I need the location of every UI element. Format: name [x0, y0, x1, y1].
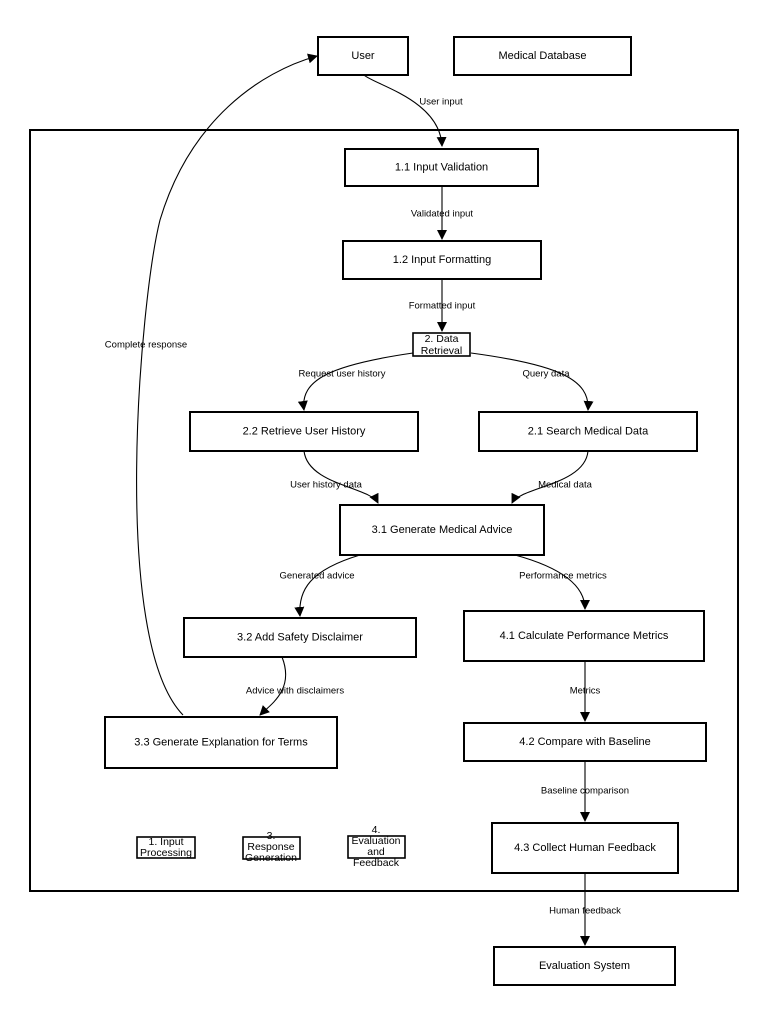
node-retrieve-user-history: 2.2 Retrieve User History — [189, 411, 419, 452]
node-add-safety-disclaimer: 3.2 Add Safety Disclaimer — [183, 617, 417, 658]
edge-label-formatted-input: Formatted input — [409, 301, 476, 312]
group-evaluation-feedback: 4. Evaluation and Feedback — [347, 824, 406, 869]
node-data-retrieval: 2. Data Retrieval — [412, 332, 471, 357]
node-compare-with-baseline: 4.2 Compare with Baseline — [463, 722, 707, 762]
svg-text:Evaluation System: Evaluation System — [539, 960, 630, 972]
edge-label-user-history-data: User history data — [290, 480, 363, 491]
svg-text:2.2 Retrieve User History: 2.2 Retrieve User History — [243, 426, 366, 438]
node-evaluation-system: Evaluation System — [493, 946, 676, 986]
svg-text:Retrieval: Retrieval — [421, 345, 462, 357]
node-collect-human-feedback: 4.3 Collect Human Feedback — [491, 822, 679, 874]
svg-text:4.3 Collect Human Feedback: 4.3 Collect Human Feedback — [514, 842, 656, 854]
edge-label-request-user-history: Request user history — [298, 369, 385, 380]
edge-label-query-data: Query data — [523, 369, 571, 380]
edge-formatted-input: Formatted input — [409, 279, 476, 332]
edge-medical-data: Medical data — [511, 450, 593, 504]
svg-text:Feedback: Feedback — [353, 857, 400, 869]
group-response-generation: 3. Response Generation — [242, 830, 301, 864]
node-user: User — [317, 36, 409, 76]
svg-text:4.: 4. — [372, 824, 381, 836]
svg-text:1. Input: 1. Input — [148, 836, 183, 848]
edge-label-user-input: User input — [419, 97, 463, 108]
node-generate-explanation: 3.3 Generate Explanation for Terms — [104, 716, 338, 769]
edge-label-performance-metrics: Performance metrics — [519, 571, 607, 582]
edge-baseline-comparison: Baseline comparison — [541, 761, 629, 822]
svg-text:Generation: Generation — [245, 852, 297, 864]
svg-text:1.2 Input Formatting: 1.2 Input Formatting — [393, 254, 491, 266]
edge-label-metrics: Metrics — [570, 686, 601, 697]
edge-label-generated-advice: Generated advice — [280, 571, 355, 582]
node-medical-database: Medical Database — [453, 36, 632, 76]
svg-text:Medical Database: Medical Database — [498, 50, 586, 62]
edge-label-human-feedback: Human feedback — [549, 906, 621, 917]
svg-text:3.2 Add Safety Disclaimer: 3.2 Add Safety Disclaimer — [237, 632, 363, 644]
edge-generated-advice: Generated advice — [280, 554, 361, 617]
node-calculate-performance-metrics: 4.1 Calculate Performance Metrics — [463, 610, 705, 662]
edge-label-advice-with-disclaimers: Advice with disclaimers — [246, 686, 344, 697]
node-generate-medical-advice: 3.1 Generate Medical Advice — [339, 504, 545, 556]
edge-performance-metrics: Performance metrics — [514, 554, 607, 610]
edge-advice-with-disclaimers: Advice with disclaimers — [246, 656, 344, 716]
svg-text:3.: 3. — [267, 830, 276, 842]
group-input-processing: 1. Input Processing — [136, 836, 196, 859]
svg-text:4.1 Calculate Performance Metr: 4.1 Calculate Performance Metrics — [500, 630, 669, 642]
edge-complete-response: Complete response — [105, 53, 318, 716]
svg-text:Response: Response — [247, 841, 294, 853]
svg-text:Processing: Processing — [140, 847, 192, 859]
edge-user-input: User input — [363, 74, 463, 147]
edge-human-feedback: Human feedback — [549, 873, 621, 946]
edge-label-validated-input: Validated input — [411, 209, 474, 220]
edge-user-history-data: User history data — [290, 450, 379, 504]
edge-query-data: Query data — [470, 352, 594, 411]
edge-label-complete-response: Complete response — [105, 340, 187, 351]
edge-request-user-history: Request user history — [297, 352, 414, 411]
node-input-formatting: 1.2 Input Formatting — [342, 240, 542, 280]
svg-text:2.1 Search Medical Data: 2.1 Search Medical Data — [528, 426, 649, 438]
svg-text:1.1 Input Validation: 1.1 Input Validation — [395, 162, 488, 174]
svg-text:2. Data: 2. Data — [425, 333, 459, 345]
node-search-medical-data: 2.1 Search Medical Data — [478, 411, 698, 452]
edge-label-medical-data: Medical data — [538, 480, 593, 491]
edge-label-baseline-comparison: Baseline comparison — [541, 786, 629, 797]
svg-text:4.2 Compare with Baseline: 4.2 Compare with Baseline — [519, 736, 650, 748]
svg-text:3.1 Generate Medical Advice: 3.1 Generate Medical Advice — [372, 524, 513, 536]
edge-validated-input: Validated input — [411, 186, 474, 240]
svg-text:and: and — [367, 846, 385, 858]
svg-text:Evaluation: Evaluation — [351, 835, 400, 847]
system-boundary — [29, 129, 739, 892]
svg-text:User: User — [351, 50, 375, 62]
node-input-validation: 1.1 Input Validation — [344, 148, 539, 187]
edge-metrics: Metrics — [570, 661, 601, 722]
svg-text:3.3 Generate Explanation for T: 3.3 Generate Explanation for Terms — [134, 737, 308, 749]
